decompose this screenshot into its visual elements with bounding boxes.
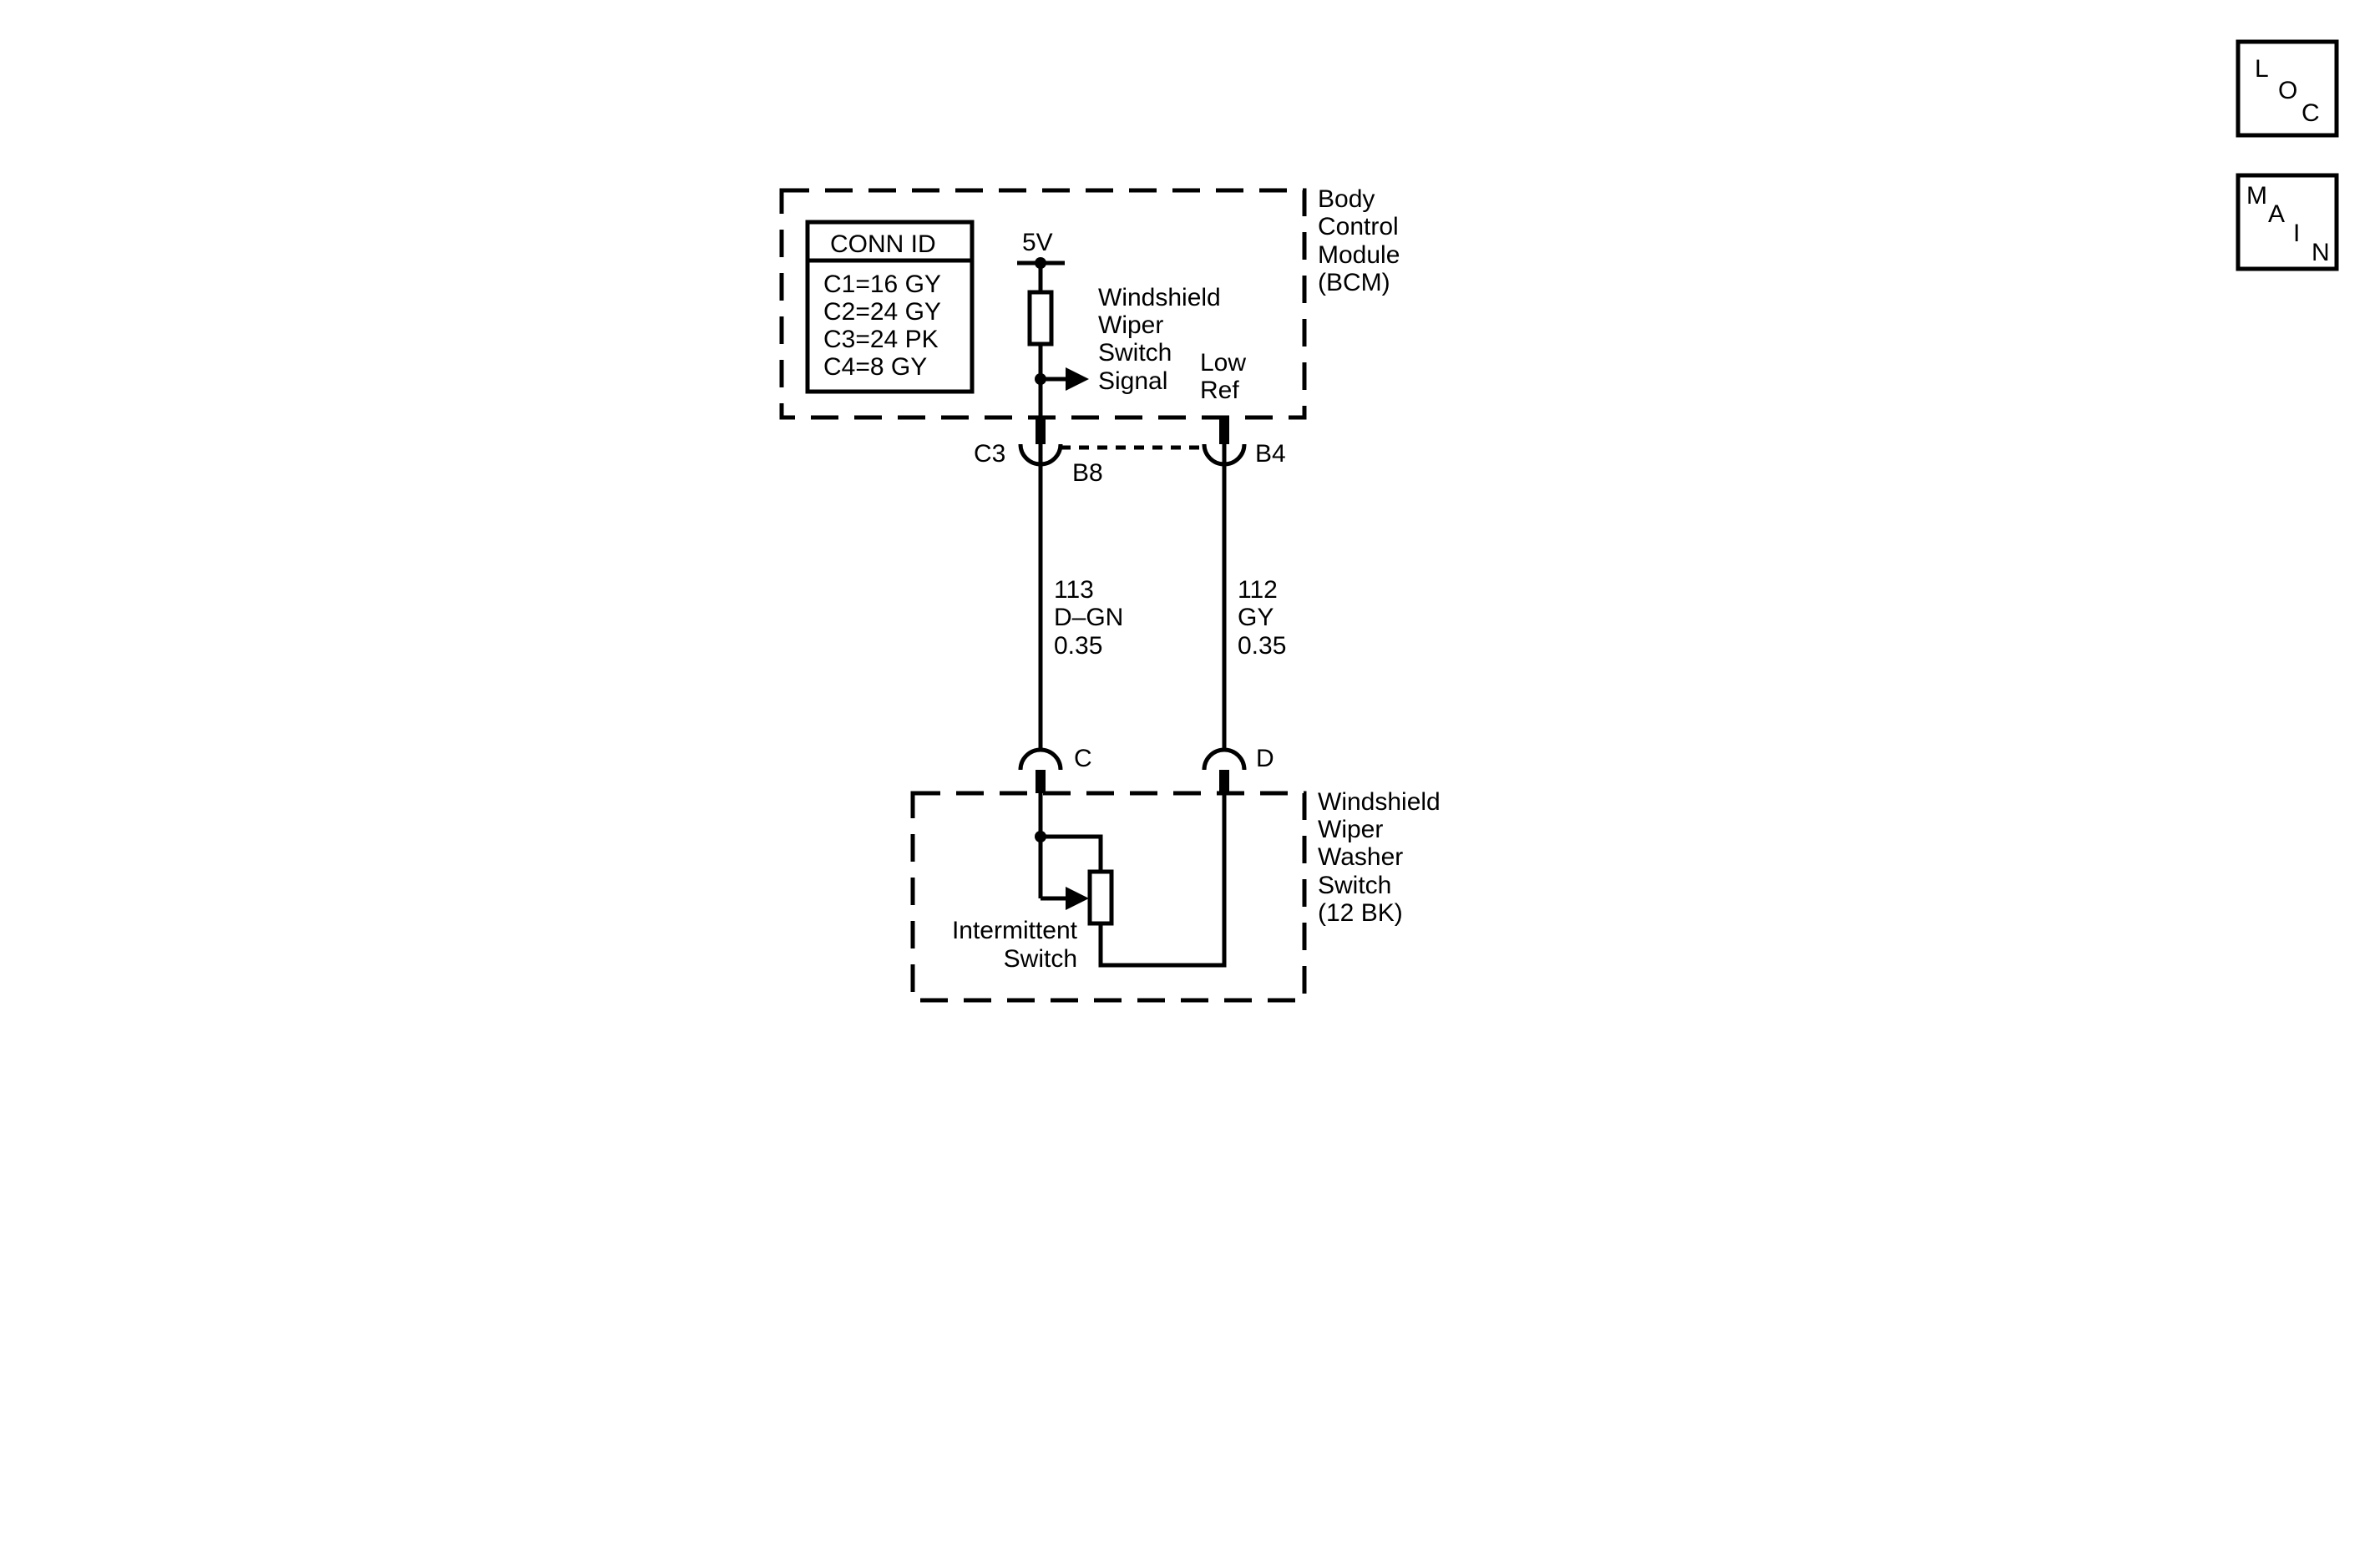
bcm-connector-pin-b4 <box>1202 417 1247 467</box>
wire-112-label: 112 GY 0.35 <box>1238 576 1286 660</box>
svg-text:Control: Control <box>1318 213 1399 240</box>
pin-d-label: D <box>1256 745 1274 772</box>
svg-text:(BCM): (BCM) <box>1318 269 1390 296</box>
svg-text:Intermittent: Intermittent <box>952 917 1078 944</box>
pin-c-label: C <box>1074 745 1092 772</box>
loc-button[interactable]: L O C <box>2236 39 2339 138</box>
intermittent-potentiometer <box>1087 869 1114 926</box>
svg-text:Washer: Washer <box>1318 843 1403 871</box>
svg-text:Body: Body <box>1318 185 1375 213</box>
conn-id-row: C1=16 GY <box>823 271 941 298</box>
washer-switch-outline <box>910 791 1307 1003</box>
main-letter-3: I <box>2293 220 2300 247</box>
bcm-connector-pin-b8 <box>1018 417 1063 467</box>
svg-text:Windshield: Windshield <box>1098 284 1221 311</box>
conn-id-table: CONN ID C1=16 GY C2=24 GY C3=24 PK C4=8 … <box>805 220 975 394</box>
svg-text:Ref: Ref <box>1200 377 1239 404</box>
pin-b8-label: B8 <box>1072 459 1103 487</box>
conn-id-title: CONN ID <box>830 230 936 258</box>
svg-text:0.35: 0.35 <box>1054 632 1102 660</box>
conn-id-row: C3=24 PK <box>823 326 939 353</box>
switch-connector-pin-d <box>1202 747 1247 793</box>
pin-b4-label: B4 <box>1255 440 1286 468</box>
svg-text:D–GN: D–GN <box>1054 604 1123 631</box>
svg-text:113: 113 <box>1054 576 1094 604</box>
svg-text:Low: Low <box>1200 349 1246 377</box>
svg-text:Windshield: Windshield <box>1318 788 1441 816</box>
svg-text:Switch: Switch <box>1318 872 1391 899</box>
supply-5v-label: 5V <box>1022 229 1053 256</box>
svg-text:Module: Module <box>1318 241 1400 269</box>
main-button[interactable]: M A I N <box>2236 173 2339 271</box>
svg-text:112: 112 <box>1238 576 1278 604</box>
main-letter-4: N <box>2312 239 2330 266</box>
svg-text:(12 BK): (12 BK) <box>1318 899 1403 927</box>
switch-connector-pin-c <box>1018 747 1063 793</box>
loc-letter-2: O <box>2278 77 2297 104</box>
loc-letter-1: L <box>2255 55 2269 83</box>
washer-switch: Windshield Wiper Washer Switch (12 BK) I… <box>910 788 1441 1003</box>
wiper-arrow <box>1066 887 1089 910</box>
svg-text:GY: GY <box>1238 604 1274 631</box>
pull-up-resistor <box>1027 290 1054 347</box>
conn-id-row: C4=8 GY <box>823 353 927 381</box>
svg-text:Switch: Switch <box>1004 945 1077 973</box>
svg-text:Wiper: Wiper <box>1098 311 1163 339</box>
conn-id-row: C2=24 GY <box>823 298 941 326</box>
main-letter-1: M <box>2246 182 2267 210</box>
washer-switch-name-label: Windshield Wiper Washer Switch (12 BK) <box>1318 788 1441 927</box>
bcm-name-label: Body Control Module (BCM) <box>1318 185 1400 296</box>
connector-c3-label: C3 <box>974 440 1005 468</box>
bcm-module: Body Control Module (BCM) CONN ID C1=16 … <box>779 185 1400 420</box>
svg-text:0.35: 0.35 <box>1238 632 1286 660</box>
main-letter-2: A <box>2268 200 2285 228</box>
intermittent-switch-label: Intermittent Switch <box>952 917 1078 973</box>
svg-text:Signal: Signal <box>1098 367 1167 395</box>
signal-label: Windshield Wiper Switch Signal <box>1098 284 1221 395</box>
loc-letter-3: C <box>2302 99 2320 127</box>
svg-text:Wiper: Wiper <box>1318 816 1383 843</box>
supply-5v: 5V <box>1017 229 1065 292</box>
signal-arrow <box>1041 367 1089 391</box>
svg-text:Switch: Switch <box>1098 339 1172 367</box>
wire-113-label: 113 D–GN 0.35 <box>1054 576 1123 660</box>
low-ref-label: Low Ref <box>1200 349 1246 404</box>
